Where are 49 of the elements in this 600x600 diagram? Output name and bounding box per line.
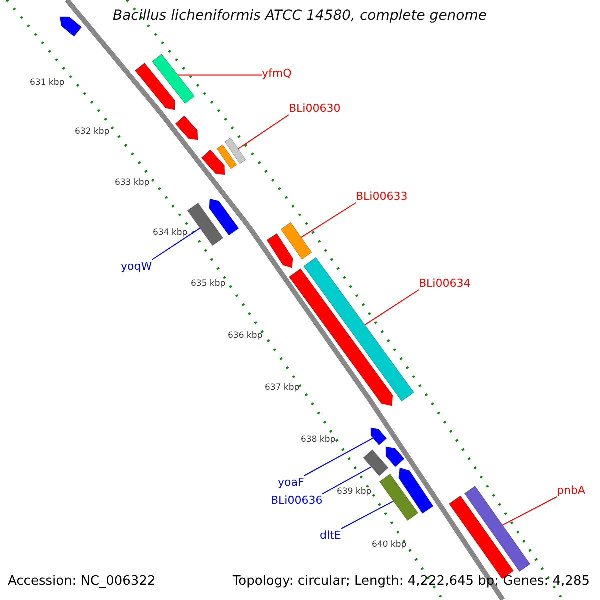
gene-label: yfmQ — [262, 67, 292, 80]
gene-block — [209, 198, 240, 236]
gene-label: BLi00636 — [271, 494, 323, 507]
leader-line — [502, 496, 558, 526]
gene-label: BLi00633 — [356, 190, 408, 203]
gene-block — [363, 450, 389, 476]
gene-block — [152, 54, 196, 104]
gene-block — [370, 428, 388, 446]
position-tick-label: 640 kbp — [372, 540, 407, 550]
gene-label: dltE — [320, 529, 342, 542]
leader-line — [340, 500, 394, 530]
gene-label: yoaF — [278, 476, 304, 489]
position-tick-label: 633 kbp — [115, 178, 150, 188]
map-title: Bacillus licheniformis ATCC 14580, complete genome — [113, 8, 487, 24]
leader-line — [364, 290, 420, 326]
gene-block — [224, 138, 246, 164]
position-tick-label: 635 kbp — [191, 279, 226, 289]
gene-block — [201, 150, 226, 176]
gene-block — [175, 116, 198, 140]
gene-block — [398, 468, 434, 514]
leader-line — [238, 114, 290, 150]
gene-block — [303, 257, 415, 402]
position-tick-label: 636 kbp — [228, 331, 263, 341]
gene-block — [464, 486, 531, 572]
leader-line — [322, 466, 372, 494]
gene-label: BLi00630 — [289, 102, 341, 115]
leader-line — [300, 202, 356, 238]
leader-line — [152, 228, 201, 260]
position-tick-label: 637 kbp — [265, 383, 300, 393]
genome-summary-text: Topology: circular; Length: 4,222,645 bp; Genes: 4,285 — [232, 574, 590, 589]
gene-block — [60, 16, 82, 38]
gene-block — [386, 446, 405, 468]
gene-block — [379, 474, 419, 522]
gene-block — [266, 233, 294, 268]
position-tick-label: 634 kbp — [153, 228, 188, 238]
leader-line — [304, 438, 374, 476]
leader-line — [178, 74, 262, 76]
gene-label: pnbA — [557, 484, 586, 497]
gene-label: yoqW — [121, 260, 152, 273]
gene-block — [187, 202, 224, 246]
accession-text: Accession: NC_006322 — [8, 574, 156, 589]
gene-block — [216, 144, 238, 170]
gene-label: BLi00634 — [419, 277, 471, 290]
position-tick-label: 639 kbp — [337, 487, 372, 497]
position-tick-label: 638 kbp — [301, 435, 336, 445]
gene-block — [280, 222, 312, 260]
position-tick-label: 631 kbp — [30, 78, 65, 88]
position-tick-label: 632 kbp — [75, 127, 110, 137]
gene-block — [134, 62, 176, 110]
